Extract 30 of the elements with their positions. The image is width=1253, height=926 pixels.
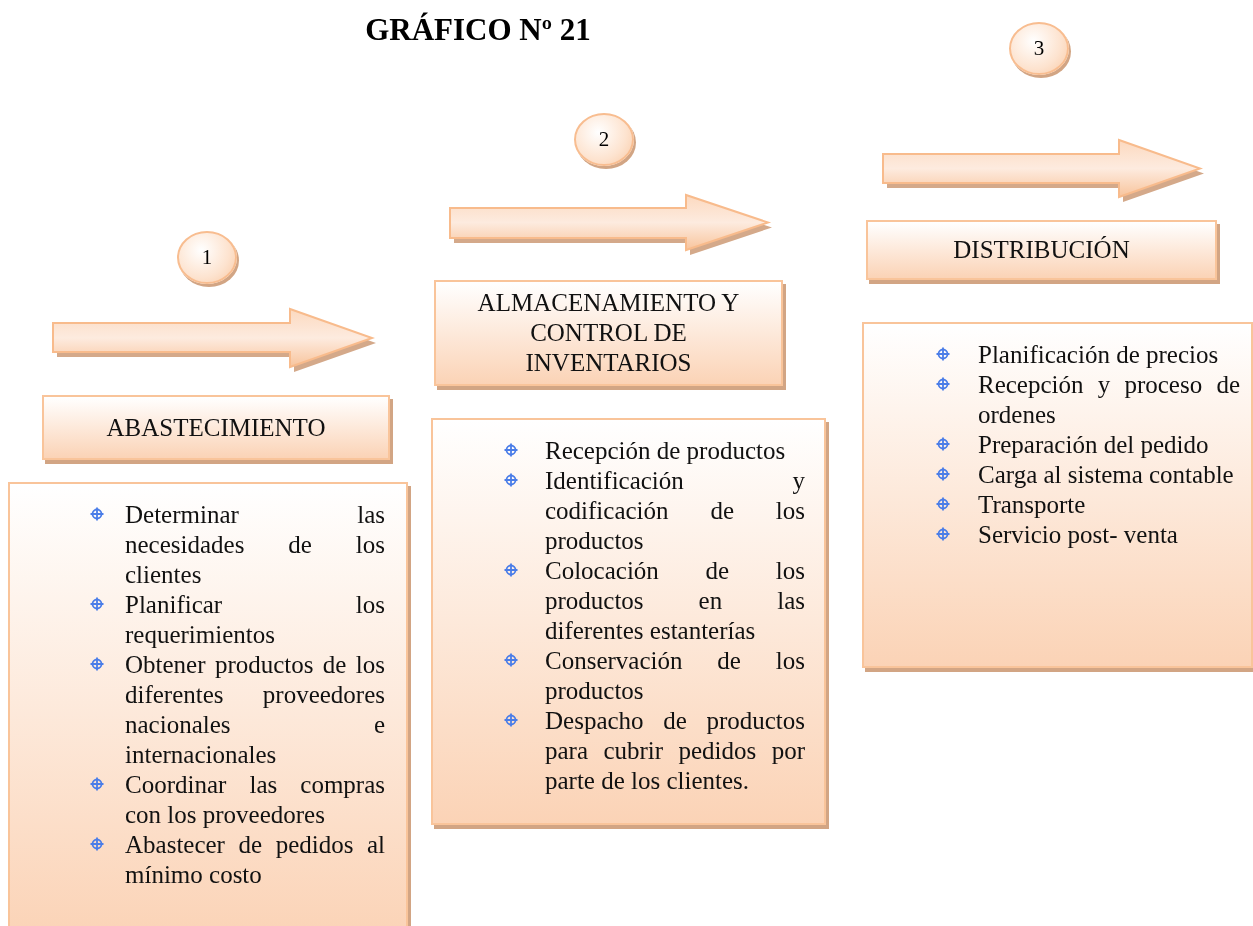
step-number-circle	[177, 231, 237, 284]
step-number: 3	[1033, 36, 1045, 61]
list-item-text: Despacho de productos para cubrir pedidos por parte de los clientes.	[545, 706, 805, 796]
list-item-text: Planificar los requerimientos	[125, 590, 385, 650]
list-item-text: Carga al sistema contable	[978, 460, 1235, 490]
list-item-text: Transporte	[978, 490, 1087, 520]
list-item-text: Obtener productos de los diferentes proveedores nacionales e internacionales	[125, 650, 385, 770]
step-number-circle	[1009, 22, 1069, 75]
task-list-box	[8, 482, 408, 926]
list-item-text: Coordinar las compras con los proveedores	[125, 770, 385, 830]
list-item-text: Preparación del pedido	[978, 430, 1210, 460]
list-item-text: Recepción de productos	[545, 436, 787, 466]
block-arrow	[882, 138, 1204, 202]
stage-title: ALMACENAMIENTO Y CONTROL DE INVENTARIOS	[476, 288, 741, 378]
list-item-text: Conservación de los productos	[545, 646, 805, 706]
block-arrow	[449, 193, 772, 255]
list-item-text: Servicio post- venta	[978, 520, 1179, 550]
stage-title: ABASTECIMIENTO	[106, 412, 326, 443]
list-item-text: Determinar las necesidades de los clientes	[125, 500, 385, 590]
list-item-text: Identificación y codificación de los productos	[545, 466, 805, 556]
list-item-text: Abastecer de pedidos al mínimo costo	[125, 830, 385, 890]
step-number-circle	[574, 113, 634, 166]
list-item-text: Planificación de precios	[978, 340, 1220, 370]
step-number: 1	[201, 245, 213, 270]
list-item-text: Recepción y proceso de ordenes	[978, 370, 1240, 430]
list-item-text: Colocación de los productos en las diferentes estanterías	[545, 556, 805, 646]
block-arrow	[52, 307, 376, 372]
diagram-title: GRÁFICO Nº 21	[364, 12, 592, 48]
step-number: 2	[598, 127, 610, 152]
stage-title: DISTRIBUCIÓN	[953, 235, 1130, 265]
